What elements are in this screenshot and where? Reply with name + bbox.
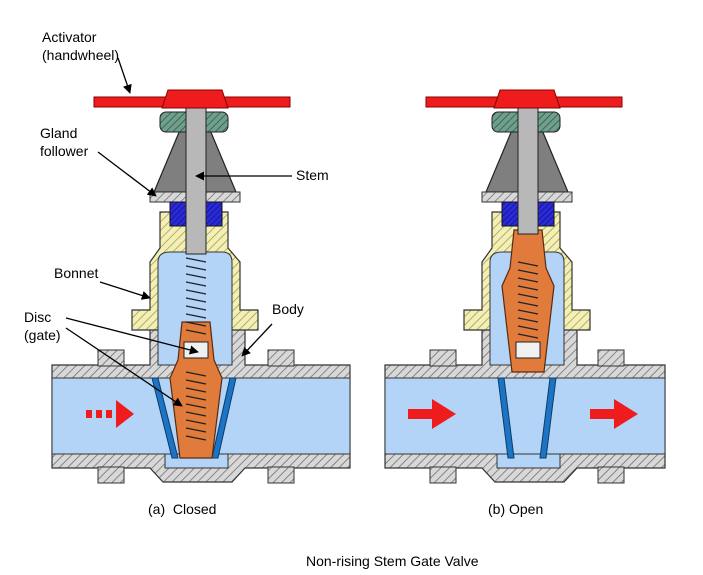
disc-leader-2 xyxy=(65,327,183,407)
activator-leader xyxy=(117,57,132,94)
leader-lines xyxy=(65,57,292,407)
stem xyxy=(185,103,207,255)
flange xyxy=(597,466,625,484)
valve-open xyxy=(384,89,666,484)
stem-tip xyxy=(183,341,209,359)
label-body: Body xyxy=(272,301,304,317)
stem xyxy=(517,103,539,235)
flange xyxy=(267,466,295,484)
seat-left xyxy=(151,377,179,459)
flow-arrow-dashed xyxy=(86,400,134,428)
label-disc-1: Disc xyxy=(24,309,51,325)
label-disc-2: (gate) xyxy=(24,327,61,343)
lower-cavity xyxy=(496,453,561,469)
caption-closed: (a) Closed xyxy=(148,501,216,517)
disc xyxy=(501,229,555,373)
label-activator-1: Activator xyxy=(42,29,97,45)
valve-closed xyxy=(51,89,351,484)
label-gland-1: Gland xyxy=(40,125,77,141)
bonnet-leader xyxy=(99,281,151,300)
handwheel-hub xyxy=(161,89,229,109)
label-bonnet: Bonnet xyxy=(54,265,98,281)
stem-thread xyxy=(517,261,539,339)
flange xyxy=(429,349,457,367)
caption-open: (b) Open xyxy=(488,501,543,517)
disc-leader-1 xyxy=(65,317,199,355)
gland-leader xyxy=(97,151,157,197)
body-leader xyxy=(241,323,273,357)
label-stem: Stem xyxy=(296,167,329,183)
seat-left xyxy=(497,377,515,459)
flange xyxy=(597,349,625,367)
stem-tip xyxy=(515,341,541,359)
flange xyxy=(267,349,295,367)
stem-thread xyxy=(185,257,207,441)
handwheel-hub xyxy=(493,89,561,109)
label-gland-2: follower xyxy=(40,143,89,159)
label-activator-2: (handwheel) xyxy=(42,47,119,63)
diagram-title: Non-rising Stem Gate Valve xyxy=(306,553,479,569)
flow-arrow-left xyxy=(408,399,456,429)
flow-arrow-right xyxy=(590,399,638,429)
seat-right xyxy=(539,377,557,459)
flange xyxy=(429,466,457,484)
flange xyxy=(97,466,125,484)
